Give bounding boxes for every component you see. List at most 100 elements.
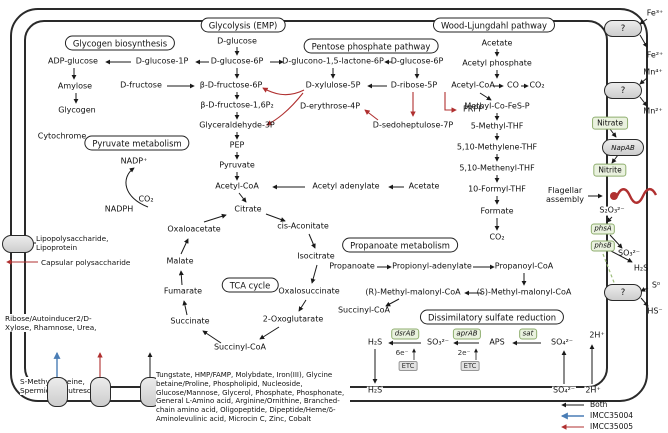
metabolite-amylose: Amylose (57, 81, 93, 91)
metabolite-isocitrate: Isocitrate (297, 251, 335, 261)
etc-box-1: ETC (398, 361, 418, 371)
metabolite-2h-in: 2H⁺ (589, 330, 605, 340)
pathway-title-propanoate: Propanoate metabolism (342, 237, 458, 253)
pathway-title-glycolysis: Glycolysis (EMP) (200, 17, 286, 33)
metabolite-2-oxoglutarate: 2-Oxoglutarate (262, 314, 324, 324)
unknown-label: ? (620, 23, 626, 34)
metabolite-acetyl-phosphate: Acetyl phosphate (462, 58, 532, 68)
metabolite-citrate: Citrate (234, 204, 262, 214)
metabolite-propanoyl-coa: Propanoyl-CoA (494, 261, 554, 271)
metabolite-so4-in: SO₄²⁻ (550, 337, 574, 347)
legend-imcc35005: IMCC35005 (590, 422, 634, 431)
metabolite-acetate: Acetate (408, 181, 440, 191)
metabolite-ribose-5p: D-ribose-5P (390, 80, 438, 90)
gene-phsa: phsA (590, 223, 616, 235)
metabolite-r-methyl-malonyl-coa: (R)-Methyl-malonyl-CoA (365, 287, 461, 297)
metabolite-co2-top: CO₂ (529, 80, 545, 90)
metabolite-prop-succinyl-coa: Succinyl-CoA (337, 305, 391, 315)
cofactor-nadp: NADP⁺ (120, 156, 148, 166)
metabolite-wl-acetyl-coa: Acetyl-CoA (451, 80, 495, 90)
legend-arrows (560, 402, 584, 430)
ion-mn4: Mn⁴⁺ (643, 67, 663, 77)
gene-aprab: aprAB (452, 328, 482, 340)
metabolite-pep: PEP (229, 140, 245, 150)
pathway-title-glycogen: Glycogen biosynthesis (64, 35, 176, 51)
transporter-imcc35004 (47, 377, 68, 407)
unknown-label: ? (620, 85, 626, 96)
transporter-napab: NapAB (602, 139, 644, 156)
pathway-title-wood-ljungdahl: Wood-Ljungdahl pathway (432, 17, 556, 33)
ion-fe3: Fe³⁺ (646, 8, 664, 18)
transporter-imcc35005 (90, 377, 111, 407)
metabolite-nitrite: Nitrite (593, 163, 627, 177)
metabolite-s0: S⁰ (651, 280, 661, 290)
gene-dsrab: dsrAB (391, 328, 419, 340)
metabolite-ppp-g6p: D-glucose-6P (390, 56, 444, 66)
sulfate-reduction-arrows (372, 340, 595, 384)
ion-mn2: Mn²⁺ (643, 106, 663, 116)
metabolite-aps: APS (489, 337, 505, 347)
metabolite-propanoate: Propanoate (329, 261, 375, 271)
propanoate-arrows (377, 264, 527, 307)
metabolite-methylene-thf: 5,10-Methylene-THF (456, 142, 538, 152)
metabolite-f6p: β-D-fructose-6P (199, 80, 263, 90)
right-membrane-arrows (588, 18, 649, 307)
etc-box-2: ETC (460, 361, 480, 371)
metabolite-xylulose-5p: D-xylulose-5P (305, 80, 361, 90)
metabolite-glycogen: Glycogen (58, 105, 96, 115)
metabolite-lactone-6p: D-glucono-1,5-lactone-6P (282, 56, 384, 66)
pathway-title-ppp: Pentose phosphate pathway (303, 38, 439, 54)
gene-sat: sat (519, 328, 537, 340)
cofactor-co2: CO₂ (138, 194, 154, 204)
metabolite-h2s-right: H₂S (633, 263, 649, 273)
metabolite-5-methyl-thf: 5-Methyl-THF (470, 121, 524, 131)
metabolite-erythrose-4p: D-erythrose-4P (299, 101, 361, 111)
metabolite-pyruvate: Pyruvate (219, 160, 255, 170)
metabolite-succinyl-coa: Succinyl-CoA (213, 342, 267, 352)
metabolite-f16p2: β-D-fructose-1,6P₂ (200, 100, 274, 110)
label-cytochrome: Cytochrome (37, 131, 87, 141)
metabolite-prpp: PRPP (462, 104, 484, 114)
metabolite-formate: Formate (480, 206, 514, 216)
metabolite-d-fructose: D-fructose (120, 80, 162, 90)
pentose-phosphate-arrows (270, 59, 420, 89)
label-2e: 2e⁻ (457, 348, 471, 358)
label-transport-substrates: Tungstate, HMP/FAMP, Molybdate, Iron(III… (156, 371, 350, 424)
legend-imcc35004: IMCC35004 (590, 411, 634, 420)
metabolite-acetyl-coa: Acetyl-CoA (215, 181, 259, 191)
metabolite-hs: HS⁻ (647, 306, 663, 316)
transporter-unknown-2: ? (604, 82, 642, 99)
metabolite-formyl-thf: 10-Formyl-THF (468, 184, 526, 194)
metabolite-d-glucose: D-glucose (217, 36, 257, 46)
metabolite-oxalosuccinate: Oxalosuccinate (278, 286, 340, 296)
label-ribose-group: Ribose/Autoinducer2/D-Xylose, Rhamnose, … (5, 314, 113, 333)
metabolite-succinate: Succinate (170, 316, 210, 326)
metabolite-oxaloacetate: Oxaloacetate (167, 224, 221, 234)
flagellum (610, 187, 658, 204)
metabolite-co2-bottom: CO₂ (489, 232, 505, 242)
metabolite-d-glucose-6p: D-glucose-6P (210, 56, 264, 66)
pathway-title-sulfate: Dissimilatory sulfate reduction (419, 309, 565, 325)
metabolite-fumarate: Fumarate (163, 286, 203, 296)
metabolite-sedoheptulose-7p: D-sedoheptulose-7P (372, 120, 454, 130)
label-capsular-polysaccharide: Capsular polysaccharide (41, 258, 131, 267)
metabolite-adp-glucose: ADP-glucose (48, 56, 98, 66)
metabolite-h2s-out: H₂S (366, 385, 384, 396)
metabolite-wl-acetate: Acetate (481, 38, 513, 48)
metabolite-so3-right: SO₃²⁻ (617, 248, 641, 258)
cofactor-nadph: NADPH (104, 204, 134, 214)
metabolite-so3: SO₃²⁻ (426, 337, 450, 347)
legend-both: Both (590, 400, 608, 409)
metabolite-d-glucose-1p: D-glucose-1P (135, 56, 189, 66)
pathway-title-tca: TCA cycle (221, 277, 279, 293)
pyruvate-metabolism-arrows (125, 167, 404, 208)
metabolite-acetyl-adenylate: Acetyl adenylate (312, 181, 380, 191)
metabolite-2h-out: 2H⁺ (584, 385, 602, 396)
transporter-unknown-3: ? (604, 284, 642, 301)
label-flagellar-assembly: Flagellar assembly (546, 186, 584, 204)
metabolite-g3p: Glyceraldehyde-3P (199, 120, 275, 130)
tca-arrows (178, 213, 318, 344)
label-6e: 6e⁻ (395, 348, 409, 358)
